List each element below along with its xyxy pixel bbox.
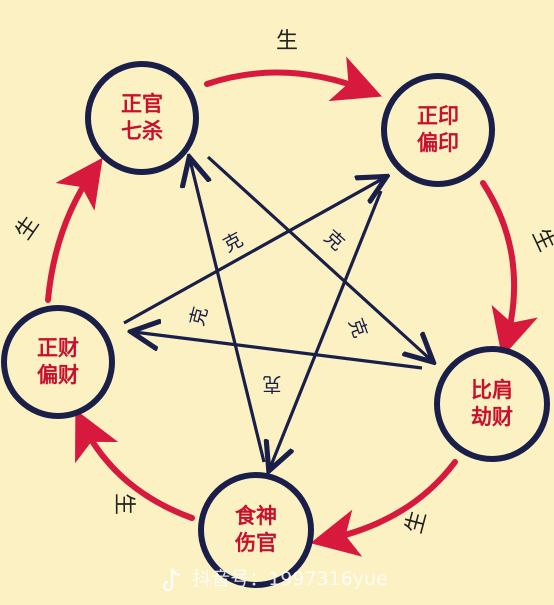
control-label-bottom: 克 [262,373,281,395]
node-cai-line2: 偏财 [37,362,79,387]
generate-arrow-guan-to-yin [204,56,382,102]
control-label-left: 克 [186,304,212,328]
control-arrow-guan-to-bi [206,155,431,360]
node-guan-line2: 七杀 [121,118,163,143]
generate-arrow-bi-to-shi [310,459,458,557]
control-label-upper-left: 克 [220,229,247,257]
node-shi-line1: 食神 [235,503,277,528]
control-label-upper-right: 克 [320,226,349,255]
generate-label-right: 生 [527,225,554,256]
node-guan: 正官 七杀 [85,61,199,175]
generate-arrow-yin-to-bi [480,180,538,358]
generate-arrow-cai-to-guan [45,157,103,303]
node-bi-line1: 比肩 [471,377,513,402]
node-bi: 比肩 劫财 [434,346,550,462]
generate-label-bottom-right: 生 [402,508,432,536]
node-shi: 食神 伤官 [198,472,314,588]
node-cai: 正财 偏财 [1,305,115,419]
node-yin: 正印 偏印 [381,73,495,187]
control-arrow-yin-to-shi [270,190,383,468]
generate-label-left: 生 [11,212,44,244]
control-label-right: 克 [344,315,371,340]
generate-label-bottom-left: 生 [111,493,136,515]
generate-arrow-shi-to-cai [75,409,195,521]
tiktok-logo-icon [162,568,181,592]
node-yin-line2: 偏印 [417,130,459,155]
generate-label-top: 生 [276,29,298,54]
node-yin-line1: 正印 [417,103,459,128]
watermark: 抖音号：1997316yue [162,568,388,592]
watermark-text: 抖音号：1997316yue [192,568,388,590]
controlling-star [123,155,431,468]
node-cai-line1: 正财 [37,335,79,360]
control-arrow-shi-to-guan [190,160,266,463]
generating-cycle [45,56,538,557]
node-guan-line1: 正官 [121,91,163,116]
node-bi-line2: 劫财 [471,404,513,429]
control-arrow-bi-to-cai [134,332,423,370]
control-arrow-cai-to-yin [123,178,384,325]
node-shi-line2: 伤官 [234,530,277,555]
